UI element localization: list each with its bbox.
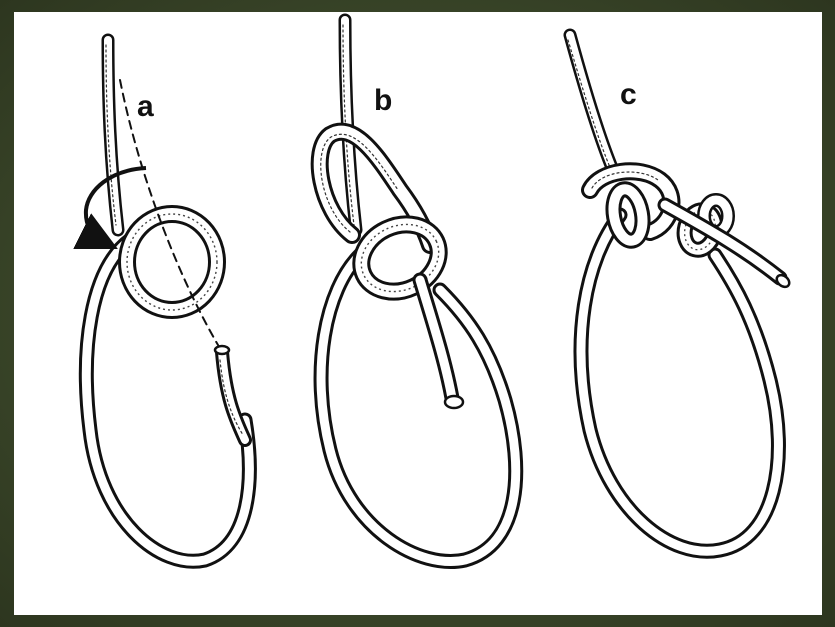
step-label-b: b <box>374 86 392 116</box>
step-a-standing-rope <box>106 40 118 230</box>
step-c-standing-rope <box>568 35 615 175</box>
step-b-big-loop <box>321 255 516 562</box>
step-b-illustration <box>320 20 516 562</box>
rope-end-icon <box>215 346 229 354</box>
step-c-big-loop <box>581 215 778 551</box>
step-a-small-loop <box>127 214 217 310</box>
step-a-working-end <box>120 80 245 440</box>
rope-end-icon <box>445 396 463 408</box>
step-label-c: c <box>620 80 637 110</box>
step-a-illustration <box>86 40 249 561</box>
step-c-illustration <box>568 35 792 551</box>
step-label-a: a <box>137 92 154 122</box>
